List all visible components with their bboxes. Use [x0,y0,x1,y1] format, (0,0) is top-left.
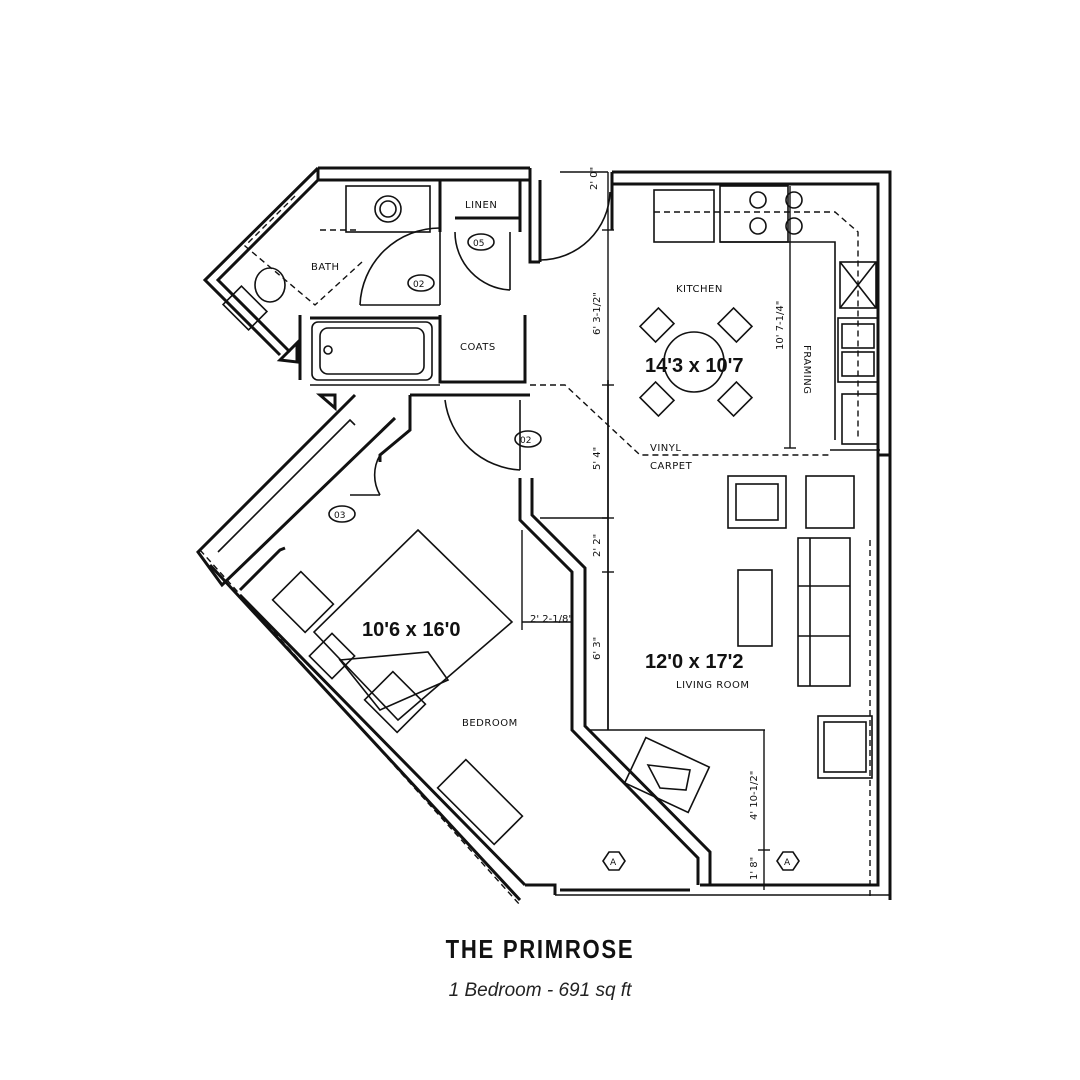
bed [312,528,514,722]
interior-walls [298,168,880,885]
armchair [727,475,787,529]
dimension-label: 5' 4" [592,447,603,470]
door-tag: 03 [334,511,345,521]
bedroom-size: 10'6 x 16'0 [362,619,461,641]
fireplace [623,736,711,814]
dimension-label: 2' 2" [592,534,603,557]
bathtub [311,321,433,381]
living-room-size: 12'0 x 17'2 [645,651,744,673]
kitchen-label: KITCHEN [676,284,723,295]
section-markers: A A [602,851,800,871]
dimension-label: 4' 10-1/2" [749,771,760,820]
coffee-table [737,569,773,647]
fridge [653,189,715,243]
door-tags: 02 05 02 03 [328,233,542,523]
dimension-label: 10' 7-1/4" [775,301,786,350]
dimension-label: 6' 3" [592,637,603,660]
vinyl-label: VINYL [650,443,681,454]
plan-title: THE PRIMROSE [445,934,635,964]
armchair-2 [817,715,873,779]
dining-table [663,331,725,393]
living-room-furniture [623,475,873,900]
labels: BATH LINEN COATS KITCHEN 14'3 x 10'7 VIN… [311,200,812,729]
dresser [436,758,524,846]
dimension-label: 1' 8" [749,857,760,880]
bath-label: BATH [311,262,340,273]
bedroom-label: BEDROOM [462,718,518,729]
bath-fixtures [221,185,433,412]
kitchen-fixtures [530,185,879,456]
door-tag: 02 [413,280,424,290]
door-tag: 02 [520,436,531,446]
framing-label: FRAMING [801,345,812,394]
kitchen-size: 14'3 x 10'7 [645,355,744,377]
living-room-label: LIVING ROOM [676,680,750,691]
dimension-label: 6' 3-1/2" [592,292,603,335]
dimension-texts: 2' 0" 6' 3-1/2" 5' 4" 2' 2" 6' 3" 10' 7-… [530,167,786,880]
dimension-label: 2' 0" [589,167,600,190]
plan-subtitle: 1 Bedroom - 691 sq ft [448,980,632,1001]
exterior-walls [196,166,892,906]
carpet-label: CARPET [650,461,693,472]
side-table [805,475,855,529]
linen-label: LINEN [465,200,497,211]
toilet-icon [254,267,286,303]
bedroom-furniture [217,418,524,846]
coats-label: COATS [460,342,496,353]
sofa [797,537,851,687]
vanity [345,185,431,233]
dimension-label: 2' 2-1/8" [530,614,573,625]
section-marker: A [610,858,617,868]
pantry [839,261,877,309]
kitchen-sink [837,317,879,383]
section-marker: A [784,858,791,868]
nightstand [271,570,335,634]
sink-icon [374,195,402,223]
dimension-lines [521,171,796,890]
door-tag: 05 [473,239,484,249]
